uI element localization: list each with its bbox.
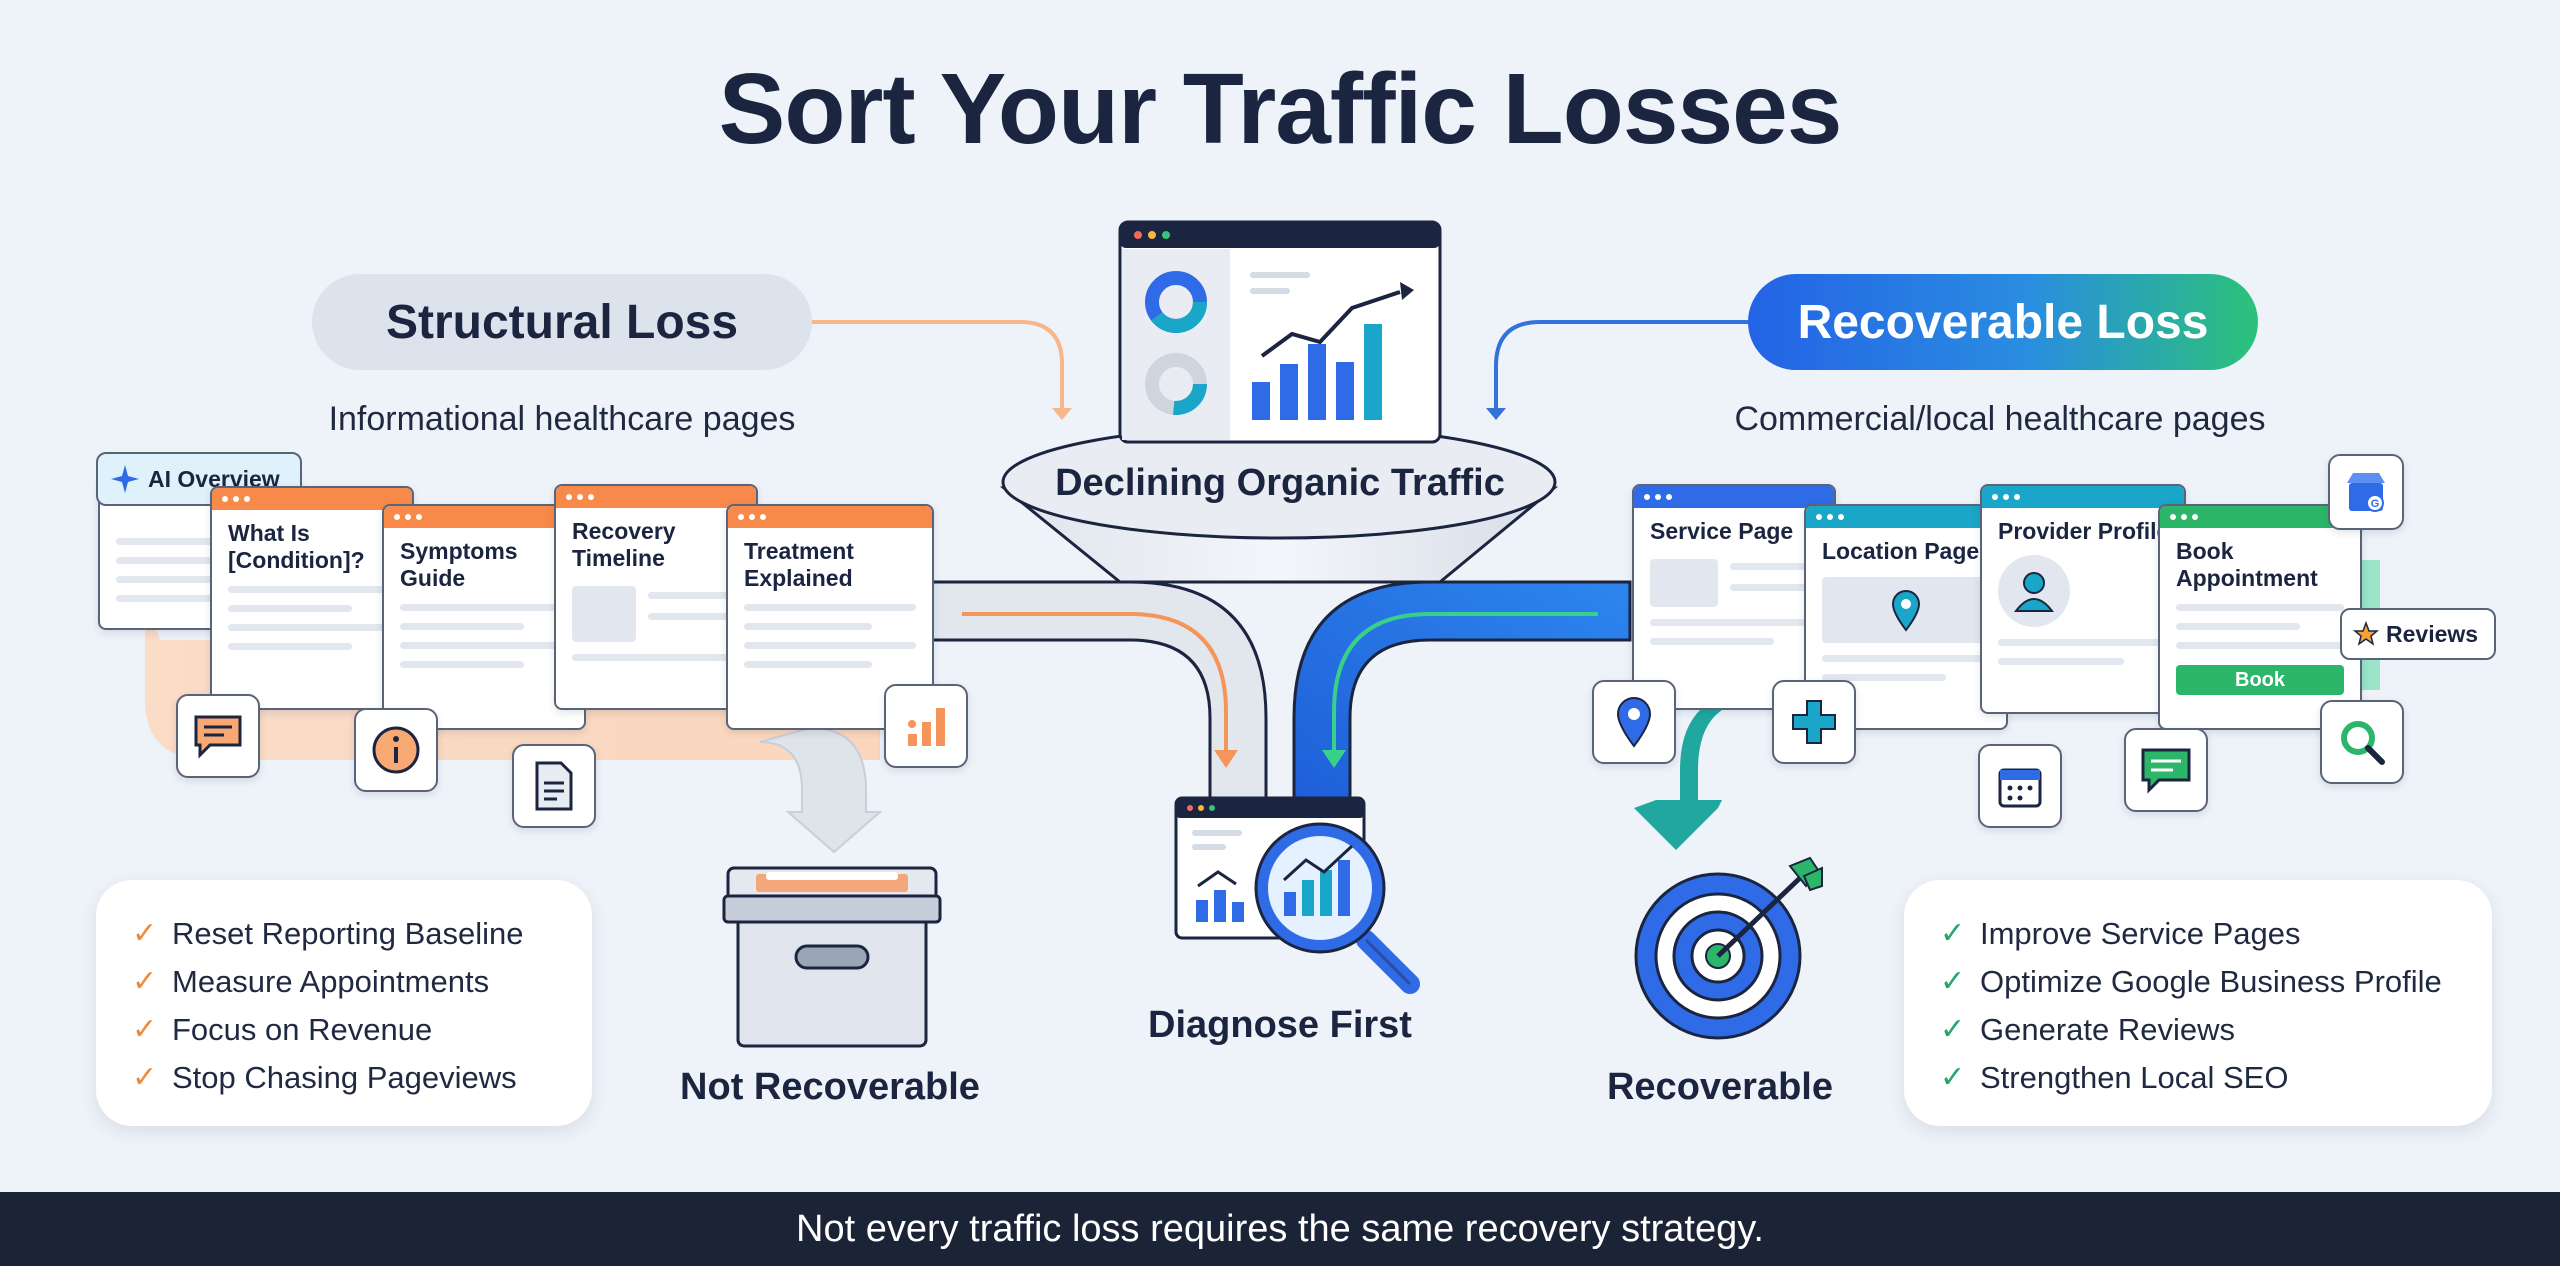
action-item: ✓ Stop Chasing Pageviews bbox=[132, 1054, 592, 1102]
check-icon: ✓ bbox=[132, 965, 158, 998]
check-icon: ✓ bbox=[132, 917, 158, 950]
right-pipe-arrow bbox=[1322, 750, 1346, 768]
check-icon: ✓ bbox=[1940, 1013, 1966, 1046]
map-pin-icon bbox=[1592, 680, 1676, 764]
recoverable-loss-pill: Recoverable Loss bbox=[1748, 274, 2258, 370]
not-recoverable-label: Not Recoverable bbox=[680, 1066, 980, 1108]
action-text: Optimize Google Business Profile bbox=[1980, 964, 2442, 999]
recoverable-connector-arrow bbox=[1486, 408, 1506, 420]
not-recoverable-arrow bbox=[759, 726, 883, 854]
reviews-badge: Reviews bbox=[2340, 608, 2496, 660]
structural-connector-arrow bbox=[1052, 408, 1072, 420]
action-item: ✓ Reset Reporting Baseline bbox=[132, 910, 592, 958]
page-card-service-page: Service Page bbox=[1632, 484, 1836, 710]
bar-chart-icon bbox=[884, 684, 968, 768]
action-text: Strengthen Local SEO bbox=[1980, 1060, 2289, 1095]
archive-box-illustration bbox=[722, 866, 942, 1048]
message-icon bbox=[2124, 728, 2208, 812]
action-text: Improve Service Pages bbox=[1980, 916, 2301, 951]
avatar bbox=[2013, 572, 2055, 612]
recoverable-label: Recoverable bbox=[1606, 1066, 1833, 1108]
left-pipe-flow bbox=[962, 612, 1228, 752]
search-icon bbox=[2320, 700, 2404, 784]
diagnose-first-label: Diagnose First bbox=[1148, 1004, 1412, 1046]
page-card-symptoms-guide: Symptoms Guide bbox=[382, 504, 586, 730]
action-text: Measure Appointments bbox=[172, 964, 490, 999]
action-item: ✓ Strengthen Local SEO bbox=[1940, 1054, 2492, 1102]
action-text: Reset Reporting Baseline bbox=[172, 916, 524, 951]
google-business-icon: G bbox=[2328, 454, 2404, 530]
recoverable-connector bbox=[1494, 320, 1748, 410]
structural-actions-panel: ✓ Reset Reporting Baseline ✓ Measure Appoi… bbox=[96, 880, 592, 1126]
action-item: ✓ Focus on Revenue bbox=[132, 1006, 592, 1054]
page-card-title: Recovery Timeline bbox=[572, 518, 676, 571]
svg-text:G: G bbox=[2371, 498, 2380, 510]
sparkle-icon bbox=[111, 465, 139, 493]
document-icon bbox=[512, 744, 596, 828]
target-illustration bbox=[1634, 856, 1823, 1040]
action-item: ✓ Generate Reviews bbox=[1940, 1006, 2492, 1054]
left-pipe bbox=[923, 580, 1268, 802]
recoverable-actions-panel: ✓ Improve Service Pages ✓ Optimize Google … bbox=[1904, 880, 2492, 1126]
page-card-book-appointment: Book Appointment Book bbox=[2158, 504, 2362, 730]
structural-subtitle: Informational healthcare pages bbox=[328, 400, 796, 438]
reviews-label: Reviews bbox=[2386, 620, 2479, 647]
star-icon bbox=[2352, 620, 2380, 646]
funnel-label: Declining Organic Traffic bbox=[1055, 462, 1505, 504]
action-text: Stop Chasing Pageviews bbox=[172, 1060, 517, 1095]
page-card-title: Provider Profile bbox=[1998, 518, 2170, 544]
page-card-title: Book Appointment bbox=[2176, 538, 2318, 591]
page-title: Sort Your Traffic Losses bbox=[718, 53, 1843, 165]
check-icon: ✓ bbox=[1940, 965, 1966, 998]
page-card-title: Treatment Explained bbox=[744, 538, 854, 591]
page-card-title: What Is [Condition]? bbox=[228, 520, 365, 573]
medical-cross-icon bbox=[1772, 680, 1856, 764]
page-card-provider-profile: Provider Profile bbox=[1980, 484, 2186, 714]
footer-text: Not every traffic loss requires the same… bbox=[796, 1207, 1764, 1250]
action-item: ✓ Improve Service Pages bbox=[1940, 910, 2492, 958]
check-icon: ✓ bbox=[132, 1013, 158, 1046]
right-pipe-flow bbox=[1332, 612, 1598, 752]
action-item: ✓ Optimize Google Business Profile bbox=[1940, 958, 2492, 1006]
recoverable-arrow bbox=[1634, 690, 1780, 850]
page-card-title: Location Page bbox=[1822, 538, 1980, 564]
structural-connector bbox=[812, 320, 1064, 410]
map-pin-icon bbox=[1891, 590, 1921, 632]
recoverable-subtitle: Commercial/local healthcare pages bbox=[1734, 400, 2266, 438]
book-button[interactable]: Book bbox=[2176, 665, 2344, 695]
check-icon: ✓ bbox=[1940, 1061, 1966, 1094]
page-card-recovery-timeline: Recovery Timeline bbox=[554, 484, 758, 710]
chat-bubble-icon bbox=[176, 694, 260, 778]
action-item: ✓ Measure Appointments bbox=[132, 958, 592, 1006]
dashboard-illustration bbox=[1118, 220, 1442, 444]
footer-banner: Not every traffic loss requires the same… bbox=[0, 1192, 2560, 1266]
calendar-icon bbox=[1978, 744, 2062, 828]
left-pipe-arrow bbox=[1214, 750, 1238, 768]
info-icon bbox=[354, 708, 438, 792]
structural-loss-pill: Structural Loss bbox=[312, 274, 812, 370]
action-text: Generate Reviews bbox=[1980, 1012, 2236, 1047]
check-icon: ✓ bbox=[132, 1061, 158, 1094]
right-pipe bbox=[1292, 580, 1632, 802]
action-text: Focus on Revenue bbox=[172, 1012, 433, 1047]
page-card-title: Symptoms Guide bbox=[400, 538, 518, 591]
diagnose-illustration bbox=[1174, 796, 1420, 994]
check-icon: ✓ bbox=[1940, 917, 1966, 950]
page-card-title: Service Page bbox=[1650, 518, 1794, 544]
